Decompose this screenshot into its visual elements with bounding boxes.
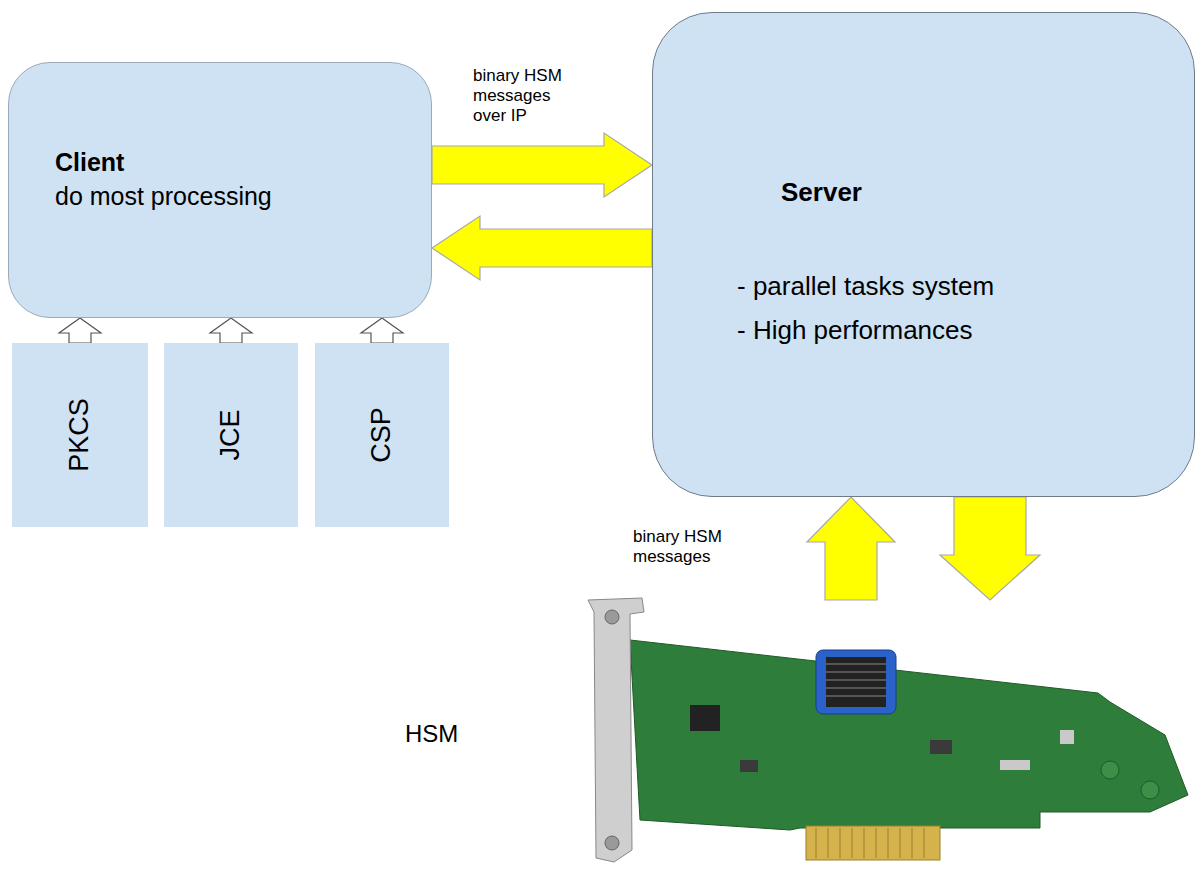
api-arrow: [59, 318, 101, 343]
node-text: - parallel tasks system: [737, 271, 994, 302]
heatsink-base: [816, 650, 896, 714]
gold-fingers: [806, 826, 940, 860]
node-text: - High performances: [737, 315, 973, 346]
edge-label: binary HSM messages over IP: [473, 66, 578, 126]
node-title: Server: [781, 177, 862, 208]
api-box: CSP: [315, 343, 449, 527]
api-arrow: [210, 318, 252, 343]
metal-bracket: [588, 598, 644, 862]
logo-mark: [1141, 781, 1159, 799]
message-arrow: [432, 133, 652, 197]
heatsink: [826, 657, 886, 707]
node-text: do most processing: [55, 181, 272, 211]
chip: [740, 760, 758, 772]
api-box: JCE: [164, 343, 298, 527]
node-title: PKCS: [65, 398, 95, 472]
heatsink-fins: [826, 664, 886, 696]
edge-label: binary HSM messages: [633, 527, 738, 567]
pcb-board: [630, 640, 1188, 830]
chip: [930, 740, 952, 754]
message-arrow: [432, 216, 652, 280]
logo-mark: [1101, 761, 1119, 779]
chip: [690, 705, 720, 731]
component: [1060, 730, 1074, 744]
node-title: JCE: [216, 409, 246, 460]
hsm-card: HSM: [585, 600, 1197, 868]
screw: [605, 836, 619, 850]
message-arrow: [940, 497, 1040, 600]
client-box: Client do most processing: [8, 62, 432, 318]
component: [1000, 760, 1030, 770]
node-title: CSP: [367, 407, 397, 463]
server-box: Server - parallel tasks system - High perf…: [652, 12, 1195, 497]
screw: [605, 610, 619, 624]
finger-lines: [816, 828, 924, 858]
node-title: HSM: [405, 720, 458, 749]
api-box: PKCS: [12, 343, 148, 527]
api-arrow: [361, 318, 403, 343]
node-title: Client: [55, 147, 124, 177]
message-arrow: [807, 497, 895, 600]
